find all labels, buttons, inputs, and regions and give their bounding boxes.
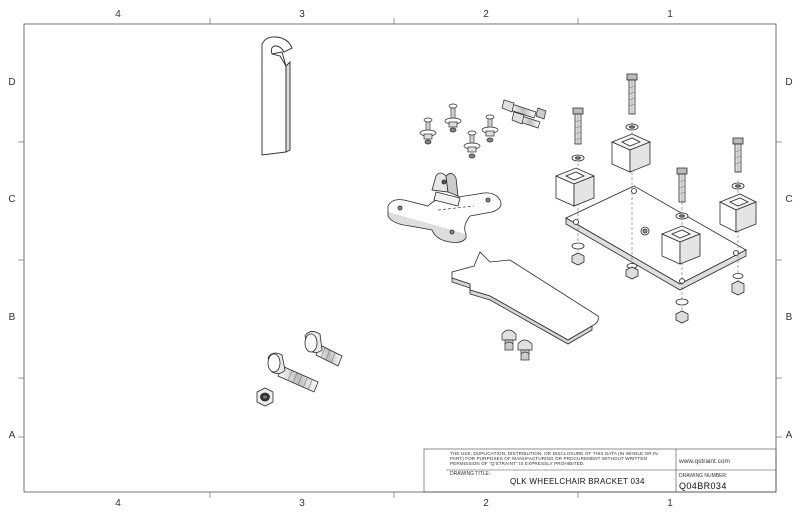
zone-row-b-left: B: [8, 312, 16, 323]
long-bolt-2: [625, 73, 639, 131]
drawing-title-label: DRAWING TITLE:: [450, 471, 491, 477]
spacer-block-4: [719, 193, 757, 233]
base-plate-assembly: [554, 73, 757, 324]
zone-ticks: [18, 18, 782, 498]
spacer-block-3: [660, 225, 702, 265]
zone-row-d-left: D: [8, 77, 16, 88]
zone-col-4-top: 4: [115, 9, 121, 20]
drawing-number-label: DRAWING NUMBER:: [679, 473, 728, 479]
drawing-number: Q04BR034: [679, 481, 727, 491]
lower-nuts: [571, 242, 745, 324]
zone-row-c-right: C: [785, 194, 793, 205]
long-bolt-4: [731, 137, 745, 190]
drawing-title: QLK WHEELCHAIR BRACKET 034: [510, 477, 645, 486]
flat-strap: [451, 251, 599, 345]
bolt-nut-pair: [501, 329, 533, 361]
bolt-left-lower: [267, 352, 319, 393]
zone-col-1-bottom: 1: [667, 498, 673, 509]
title-block: THE USE, DUPLICATION, DISTRIBUTION, OR D…: [424, 449, 776, 491]
zone-row-b-right: B: [785, 312, 793, 323]
small-bolts-cluster: [419, 99, 547, 159]
long-bolt-3: [675, 167, 689, 220]
hook-strap: [261, 36, 293, 156]
zone-row-a-right: A: [785, 430, 793, 441]
zone-col-3-top: 3: [299, 9, 305, 20]
title-block-frame: [423, 448, 777, 493]
spacer-block-1: [554, 167, 596, 207]
copyright-notice: THE USE, DUPLICATION, DISTRIBUTION, OR D…: [450, 451, 658, 467]
zone-col-1-top: 1: [667, 9, 673, 20]
zone-row-a-left: A: [8, 430, 16, 441]
long-bolt-1: [571, 107, 585, 162]
sheet-border: [23, 23, 777, 493]
zone-col-2-bottom: 2: [483, 498, 489, 509]
bolt-left-upper: [304, 331, 343, 367]
hex-nut: [256, 387, 274, 407]
zone-col-4-bottom: 4: [115, 498, 121, 509]
zone-col-2-top: 2: [483, 9, 489, 20]
zone-row-c-left: C: [8, 194, 16, 205]
company-website: www.qstraint.com: [679, 458, 730, 465]
spacer-block-2: [610, 133, 652, 173]
zone-col-3-bottom: 3: [299, 498, 305, 509]
cross-mount-plate: [387, 172, 502, 243]
zone-row-d-right: D: [785, 77, 793, 88]
